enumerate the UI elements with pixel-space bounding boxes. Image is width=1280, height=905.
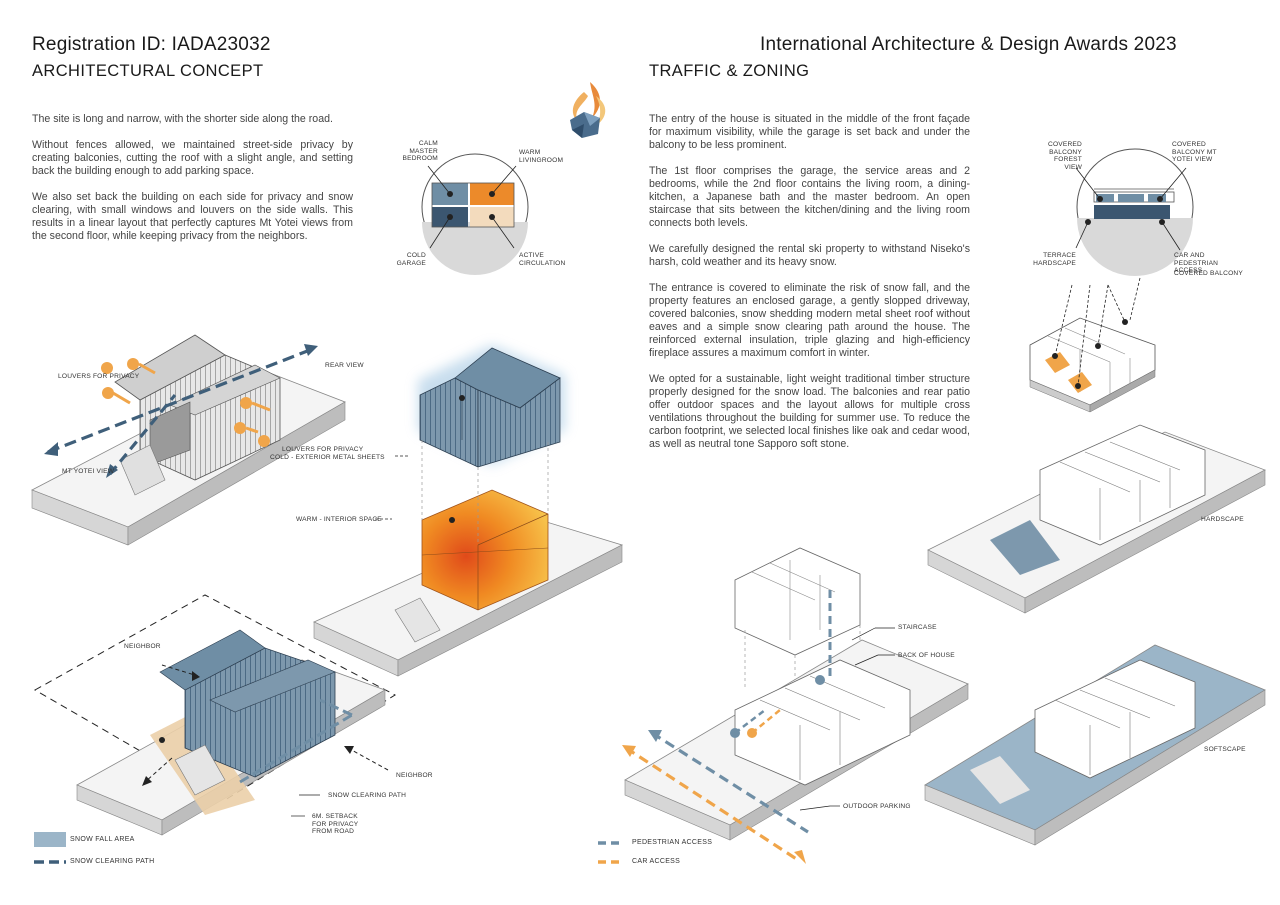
legend-right: [598, 841, 622, 864]
zoning-paragraph: We carefully designed the rental ski pro…: [649, 243, 970, 268]
zoning-paragraph: The entrance is covered to eliminate the…: [649, 282, 970, 359]
concept-paragraph: Without fences allowed, we maintained st…: [32, 139, 353, 177]
legend-left: [34, 832, 66, 864]
section-title-architectural-concept: ARCHITECTURAL CONCEPT: [32, 62, 264, 80]
label-softscape: SOFTSCAPE: [1204, 746, 1246, 753]
guide-lines: [421, 440, 549, 545]
zoning-text: The entry of the house is situated in th…: [649, 113, 970, 464]
hardscape-drawing: [927, 424, 1266, 614]
zone-diagram: [421, 153, 529, 275]
award-title: International Architecture & Design Awar…: [760, 34, 1177, 55]
label-staircase: STAIRCASE: [898, 624, 937, 631]
label-snow-clearing-path: SNOW CLEARING PATH: [328, 792, 407, 799]
label-forest-balcony: COVERED BALCONY FOREST VIEW: [1047, 141, 1082, 171]
label-outdoor-parking: OUTDOOR PARKING: [843, 803, 911, 810]
legend-car-label: CAR ACCESS: [632, 858, 681, 865]
label-louvers-privacy: LOUVERS FOR PRIVACY: [58, 373, 140, 380]
logo-flame-icon: [570, 82, 606, 138]
label-back-of-house: BACK OF HOUSE: [898, 652, 955, 659]
zoning-paragraph: The entry of the house is situated in th…: [649, 113, 970, 151]
label-covered-balcony: COVERED BALCONY: [1174, 270, 1243, 277]
concept-paragraph: We also set back the building on each si…: [32, 191, 353, 242]
label-setback: 6M. SETBACK FOR PRIVACY FROM ROAD: [312, 813, 359, 836]
site-plan-drawing: [33, 594, 397, 836]
label-car-pedestrian: CAR AND PEDESTRIAN ACCESS: [1174, 252, 1219, 275]
legend-snow-fall-swatch: [34, 832, 66, 847]
traffic-exploded-drawing: [622, 547, 969, 864]
leader-lines: [291, 455, 410, 817]
covered-balcony-drawing: [1029, 277, 1156, 413]
zoning-paragraph: The 1st floor comprises the garage, the …: [649, 165, 970, 229]
legend-snow-path-label: SNOW CLEARING PATH: [70, 858, 155, 865]
label-louvers-cold: LOUVERS FOR PRIVACY: [282, 446, 364, 453]
section-title-traffic-zoning: TRAFFIC & ZONING: [649, 62, 810, 80]
legend-snow-fall-label: SNOW FALL AREA: [70, 836, 135, 843]
label-cold: COLD GARAGE: [396, 252, 426, 267]
concept-text: The site is long and narrow, with the sh…: [32, 113, 353, 256]
label-hardscape: HARDSCAPE: [1201, 516, 1244, 523]
softscape-drawing: [924, 644, 1266, 846]
label-warm: WARM LIVINGROOM: [519, 149, 564, 164]
label-active: ACTIVE CIRCULATION: [519, 252, 566, 267]
legend-pedestrian-label: PEDESTRIAN ACCESS: [632, 839, 713, 846]
label-warm-interior: WARM - INTERIOR SPACE: [296, 516, 382, 523]
label-yotei-balcony: COVERED BALCONY MT YOTEI VIEW: [1172, 141, 1217, 164]
balcony-diagram: [1075, 148, 1194, 276]
zoning-paragraph: We opted for a sustainable, light weight…: [649, 373, 970, 450]
concept-paragraph: The site is long and narrow, with the sh…: [32, 113, 333, 125]
label-neighbor-top: NEIGHBOR: [124, 643, 161, 650]
label-rear-view: REAR VIEW: [325, 362, 364, 369]
label-calm: CALM MASTER BEDROOM: [402, 140, 438, 163]
label-cold-sheets: COLD - EXTERIOR METAL SHEETS: [270, 454, 385, 461]
registration-id: Registration ID: IADA23032: [32, 34, 271, 55]
rear-view-drawing: [31, 334, 346, 546]
warm-interior-drawing: [313, 489, 624, 677]
label-mt-yotei-view: MT YOTEI VIEW: [62, 468, 115, 475]
cold-shell-drawing: [418, 345, 565, 468]
label-neighbor-right: NEIGHBOR: [396, 772, 433, 779]
label-terrace: TERRACE HARDSCAPE: [1033, 252, 1076, 267]
